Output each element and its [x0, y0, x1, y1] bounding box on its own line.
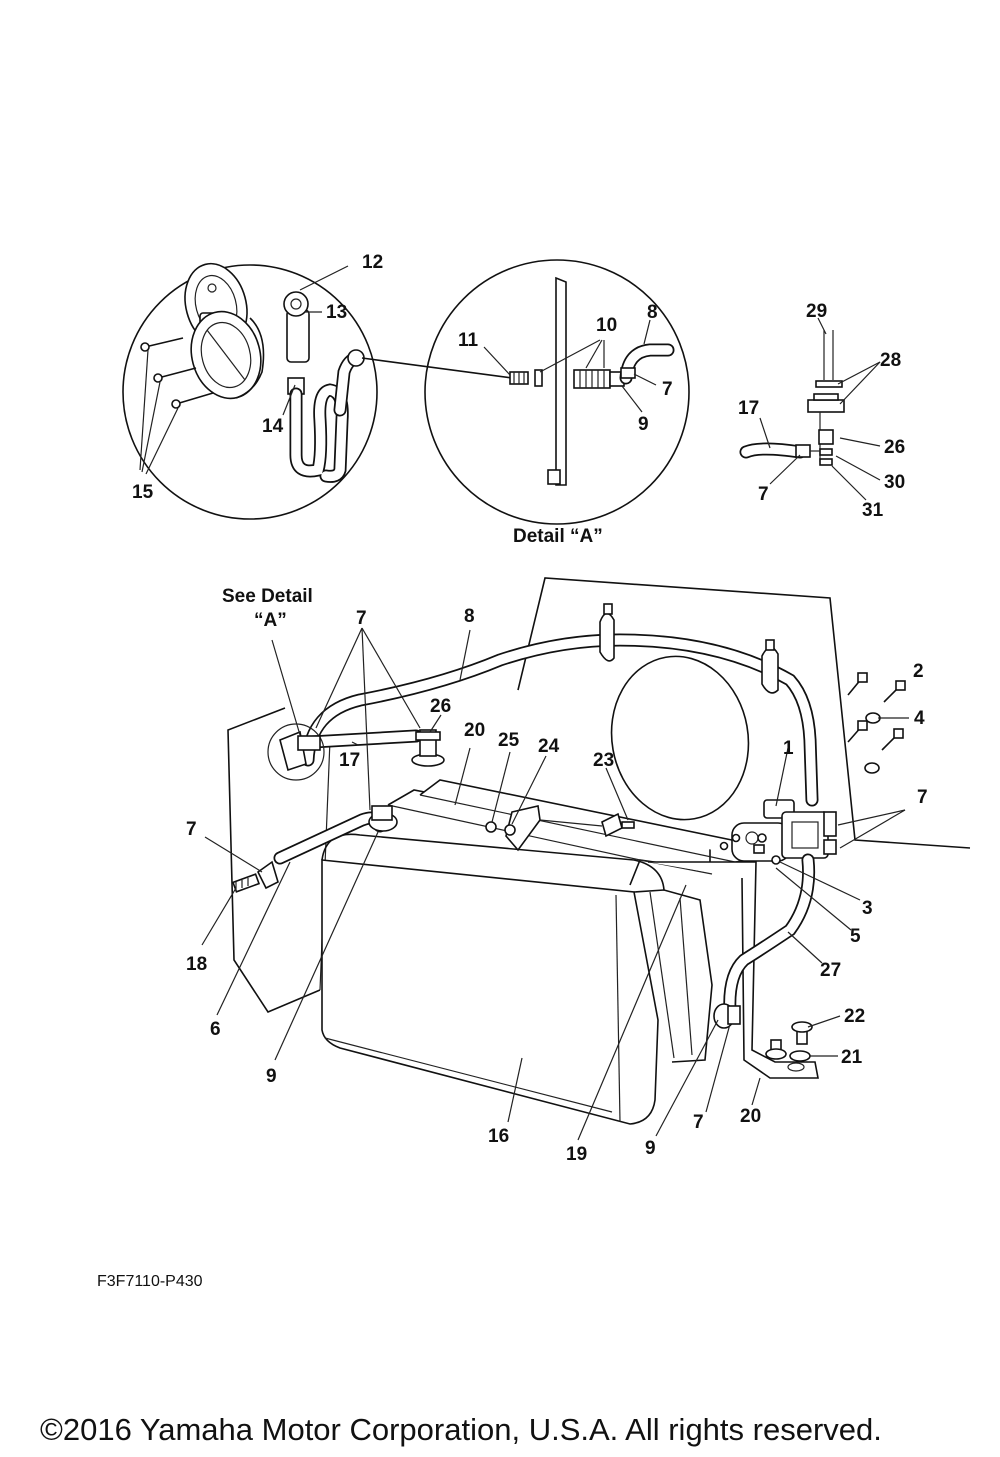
see-detail-ref: “A”	[254, 610, 287, 631]
callout-29: 29	[806, 301, 827, 322]
callout-9-left: 9	[266, 1066, 277, 1087]
callout-22: 22	[844, 1006, 865, 1027]
callout-19: 19	[566, 1144, 587, 1165]
callout-2: 2	[913, 661, 924, 682]
callout-7-filler: 7	[186, 819, 197, 840]
filler-cap-detail-circle	[122, 262, 378, 520]
callout-16: 16	[488, 1126, 509, 1147]
callout-13: 13	[326, 302, 347, 323]
vent-fitting-assembly	[739, 317, 881, 501]
callout-7-pump: 7	[917, 787, 928, 808]
callout-9-detail: 9	[638, 414, 649, 435]
callout-8-main: 8	[464, 606, 475, 627]
callout-12: 12	[362, 252, 383, 273]
callout-20-top: 20	[464, 720, 485, 741]
detail-a-circle	[361, 259, 690, 525]
callout-15: 15	[132, 482, 154, 503]
callout-6: 6	[210, 1019, 221, 1040]
callout-31: 31	[862, 500, 884, 521]
callout-27: 27	[820, 960, 841, 981]
figure-code: F3F7110-P430	[97, 1273, 203, 1290]
callout-1: 1	[783, 738, 794, 759]
callout-17-main: 17	[339, 750, 360, 771]
callout-10: 10	[596, 315, 617, 336]
callout-26-detail: 26	[884, 437, 905, 458]
callout-7-top: 7	[356, 608, 367, 629]
callout-30: 30	[884, 472, 905, 493]
callout-labels: 12 13 14 15 11 10 8 7 9 29 28 17 26 30 3…	[132, 252, 928, 1165]
callout-18: 18	[186, 954, 207, 975]
detail-a-caption: Detail “A”	[513, 526, 603, 547]
see-detail-label: See Detail	[222, 586, 313, 607]
callout-17-detail: 17	[738, 398, 759, 419]
callout-8-detail: 8	[647, 302, 658, 323]
copyright-notice: ©2016 Yamaha Motor Corporation, U.S.A. A…	[40, 1412, 882, 1447]
callout-23: 23	[593, 750, 614, 771]
callout-7-bottom: 7	[693, 1112, 704, 1133]
bolt-icon	[847, 672, 906, 774]
callout-25: 25	[498, 730, 520, 751]
callout-4: 4	[914, 708, 925, 729]
callout-14: 14	[262, 416, 284, 437]
callout-7-detail: 7	[662, 379, 673, 400]
callout-5: 5	[850, 926, 861, 947]
callout-7-vent: 7	[758, 484, 769, 505]
callout-28: 28	[880, 350, 901, 371]
main-assembly	[201, 577, 971, 1141]
callout-20-bottom: 20	[740, 1106, 761, 1127]
callout-9-bottom: 9	[645, 1138, 656, 1159]
callout-26-main: 26	[430, 696, 451, 717]
callout-21: 21	[841, 1047, 863, 1068]
callout-3: 3	[862, 898, 873, 919]
callout-11: 11	[458, 330, 479, 351]
screw-icon	[140, 337, 214, 409]
callout-24: 24	[538, 736, 560, 757]
